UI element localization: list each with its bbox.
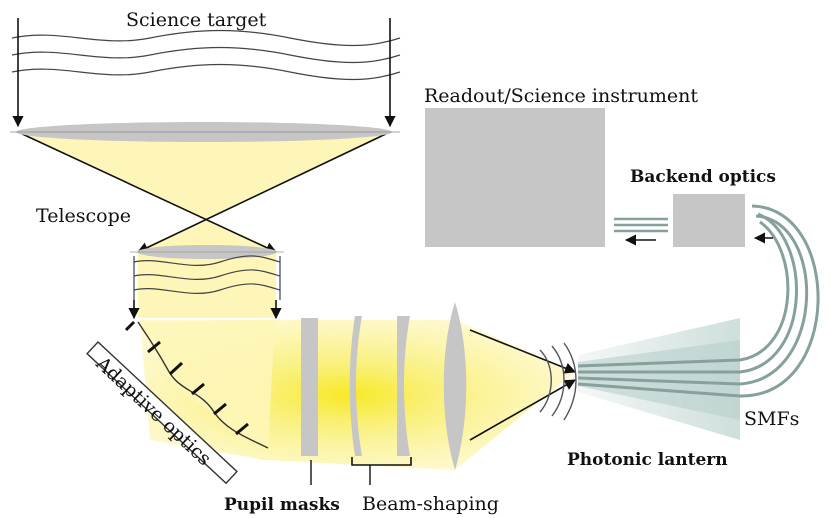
beam-shaping-lens-1 xyxy=(349,316,362,456)
focus-ray-bottom xyxy=(469,379,576,441)
science-target-label: Science target xyxy=(126,9,267,31)
smfs-label: SMFs xyxy=(744,408,799,430)
telescope-ray-2 xyxy=(136,131,391,253)
telescope-beam-cone-lower xyxy=(138,220,276,250)
backend-optics-box xyxy=(673,194,745,247)
telescope-beam-cone-upper xyxy=(18,132,390,220)
deformable-mirror xyxy=(86,320,275,485)
aberrated-wavefronts xyxy=(133,255,281,300)
readout-instrument-label: Readout/Science instrument xyxy=(424,85,698,107)
beam-shaping-bracket xyxy=(351,457,412,466)
pupil-masks-label: Pupil masks xyxy=(224,495,340,515)
telescope-ray-1 xyxy=(17,131,278,253)
photonic-lantern-label: Photonic lantern xyxy=(567,450,728,470)
beam-shaping-lens-2 xyxy=(397,316,410,456)
beam-shaping-label: Beam-shaping xyxy=(362,493,499,515)
focusing-lens xyxy=(443,302,467,470)
smf-fibres xyxy=(577,204,820,398)
pupil-mask xyxy=(301,318,318,456)
readout-instrument-box xyxy=(425,108,605,247)
focal-wavefronts xyxy=(539,342,577,421)
telescope-label: Telescope xyxy=(36,205,131,227)
backend-fibres xyxy=(614,217,668,233)
collimated-beam xyxy=(138,252,276,318)
backend-optics-label: Backend optics xyxy=(630,167,776,187)
focus-ray-top xyxy=(469,329,577,374)
science-target-wavefronts xyxy=(11,29,401,81)
